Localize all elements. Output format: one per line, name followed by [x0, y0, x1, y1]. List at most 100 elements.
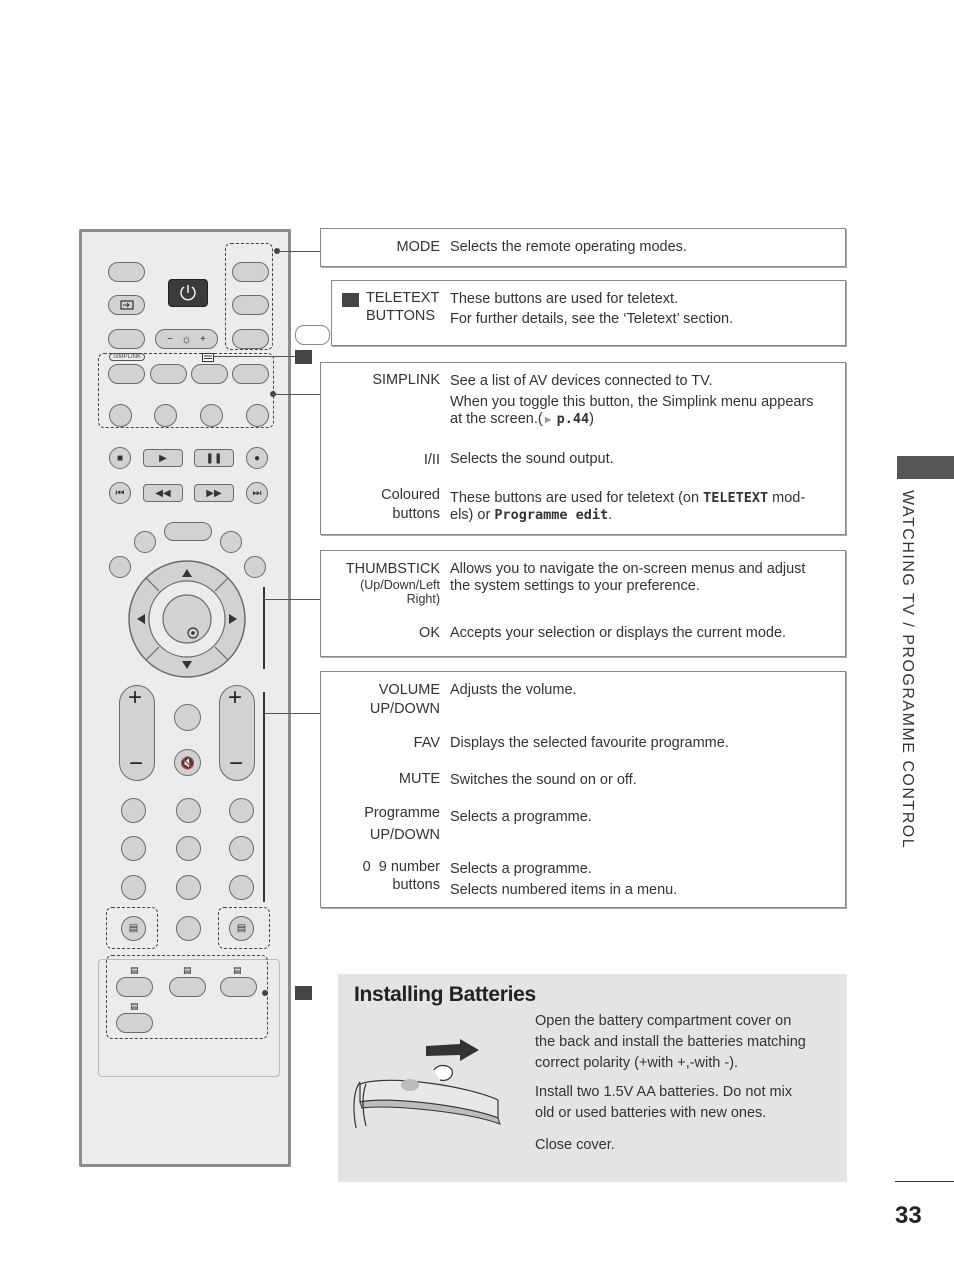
- thumbstick-description-line1: Allows you to navigate the on-screen men…: [450, 561, 806, 577]
- numbers-description-line1: Selects a programme.: [450, 861, 592, 877]
- programme-edit-term: Programme edit: [494, 507, 609, 523]
- ok-description: Accepts your selection or displays the c…: [450, 625, 787, 641]
- brightness-icon: ☼: [181, 332, 192, 346]
- mode-box: [320, 228, 846, 267]
- teletext-icon: ▤: [130, 1001, 139, 1011]
- teletext-highlight-left: [106, 907, 158, 949]
- batteries-para1-line3: correct polarity (+with +,-with -).: [535, 1055, 739, 1071]
- skip-forward-icon: ⏭: [252, 487, 262, 499]
- play-icon: ▶: [159, 452, 167, 464]
- fav-button: [174, 704, 201, 731]
- number-button: [176, 875, 201, 900]
- text: at the screen.(: [450, 411, 543, 427]
- teletext-icon: ▤: [236, 923, 247, 934]
- batteries-para1-line1: Open the battery compartment cover on: [535, 1013, 792, 1029]
- teletext-box: [331, 280, 846, 346]
- plus-icon: +: [200, 333, 206, 345]
- menu-side-button: [109, 556, 131, 578]
- menu-side-button: [134, 531, 156, 553]
- i-ii-label: I/II: [423, 452, 440, 468]
- blue-button: [246, 404, 269, 427]
- stop-icon: ■: [116, 452, 124, 464]
- text: These buttons are used for teletext (on: [450, 490, 704, 506]
- number-button: [229, 836, 254, 861]
- simplink-description-line2: When you toggle this button, the Simplin…: [450, 394, 814, 410]
- menu-side-button: [244, 556, 266, 578]
- text: els) or: [450, 507, 495, 523]
- ok-icon: [187, 627, 199, 639]
- coloured-description-line2: els) or Programme edit.: [450, 506, 612, 524]
- yellow-button: [200, 404, 223, 427]
- number-button: [176, 798, 201, 823]
- mode-description: Selects the remote operating modes.: [450, 239, 687, 255]
- fast-forward-icon: ▶▶: [206, 487, 222, 499]
- bracket-line: [263, 692, 265, 902]
- leader-line: [263, 599, 320, 600]
- red-button: [109, 404, 132, 427]
- arrow-right-icon: ►: [542, 414, 554, 426]
- skip-back-icon: ⏮: [115, 487, 125, 499]
- teletext-term: TELETEXT: [703, 490, 769, 506]
- mode-button: [232, 262, 269, 282]
- number-button: [229, 875, 254, 900]
- simplink-box: [320, 362, 846, 535]
- arrow-up-icon: [182, 569, 192, 577]
- volume-rocker: + −: [119, 684, 155, 781]
- teletext-icon: ▤: [183, 965, 192, 975]
- numbers-description-line2: Selects numbered items in a menu.: [450, 882, 678, 898]
- battery-cover-illustration: [353, 1039, 501, 1129]
- thumbstick: [128, 560, 246, 678]
- pause-button: ❚❚: [194, 449, 234, 467]
- number-button: [176, 916, 201, 941]
- minus-icon: −: [229, 750, 244, 777]
- simplink-label: SIMPLINK: [372, 372, 440, 388]
- input-button: [108, 295, 145, 315]
- bracket-line: [263, 587, 265, 669]
- teletext-label-line2: BUTTONS: [366, 308, 436, 324]
- programme-description: Selects a programme.: [450, 809, 592, 825]
- number-button: [229, 798, 254, 823]
- batteries-para2-line2: old or used batteries with new ones.: [535, 1105, 767, 1121]
- teletext-label-line1: TELETEXT: [366, 290, 440, 306]
- batteries-panel: [338, 974, 847, 1182]
- minus-icon: −: [129, 750, 144, 777]
- brightness-control: − ☼ +: [155, 329, 218, 349]
- power-button: [168, 279, 208, 307]
- teletext-button: [232, 364, 269, 384]
- volume-description: Adjusts the volume.: [450, 682, 577, 698]
- leader-line: [273, 394, 320, 395]
- mute-button: 🔇: [174, 749, 201, 776]
- mute-label: MUTE: [398, 771, 440, 787]
- number-button: [121, 798, 146, 823]
- play-button: ▶: [143, 449, 183, 467]
- section-tab: [897, 456, 954, 479]
- text: ): [589, 411, 594, 427]
- teletext-function-button: [116, 1013, 153, 1033]
- mode-label: MODE: [396, 239, 441, 255]
- ok-label: OK: [419, 625, 440, 641]
- arrow-right-icon: [229, 614, 237, 624]
- thumbstick-label: THUMBSTICK: [345, 561, 440, 577]
- teletext-icon: ▤: [233, 965, 242, 975]
- volume-label-line1: VOLUME: [378, 682, 440, 698]
- page-reference: p.44: [556, 411, 590, 427]
- teletext-function-button: [116, 977, 153, 997]
- mute-description: Switches the sound on or off.: [450, 772, 637, 788]
- teletext-marker: [295, 986, 312, 1000]
- record-icon: ●: [253, 452, 261, 464]
- previous-button: ⏮: [109, 482, 131, 504]
- programme-label-line2: UP/DOWN: [369, 827, 440, 843]
- rewind-button: ◀◀: [143, 484, 183, 502]
- simplink-row-highlight: [98, 353, 274, 428]
- teletext-icon: ▤: [130, 965, 139, 975]
- mode-button: [232, 295, 269, 315]
- chapter-heading: WATCHING TV / PROGRAMME CONTROL: [899, 490, 916, 850]
- teletext-function-button: [220, 977, 257, 997]
- fav-label: FAV: [413, 735, 440, 751]
- batteries-para1-line2: the back and install the batteries match…: [535, 1034, 806, 1050]
- thumbstick-sublabel-line1: (Up/Down/Left: [360, 578, 440, 592]
- remote-button: [108, 262, 145, 282]
- plus-icon: +: [228, 684, 243, 711]
- power-icon: [180, 285, 196, 301]
- number-button: [121, 836, 146, 861]
